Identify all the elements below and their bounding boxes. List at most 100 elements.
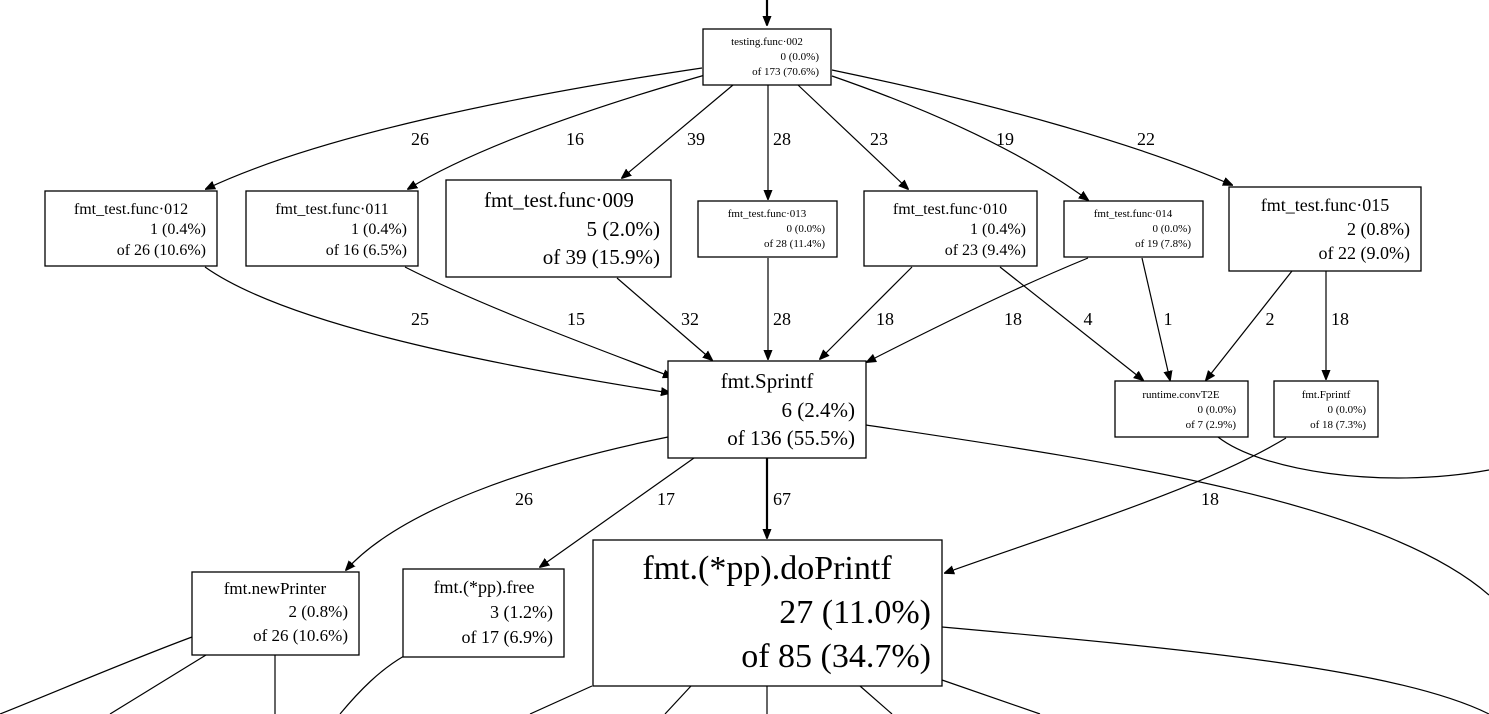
edge-weight-label: 32 bbox=[681, 309, 699, 329]
node-cum: of 26 (10.6%) bbox=[253, 626, 348, 645]
edge-testing-func-002-to-fmt-test-func-015: 22 bbox=[831, 69, 1232, 185]
edge-path bbox=[865, 424, 1489, 596]
nodes: testing.func·002 0 (0.0%) of 173 (70.6%)… bbox=[44, 28, 1422, 687]
node-fmt-fprintf[interactable]: fmt.Fprintf 0 (0.0%) of 18 (7.3%) bbox=[1273, 380, 1379, 438]
node-name: fmt_test.func·015 bbox=[1261, 195, 1389, 215]
edge-path bbox=[540, 457, 695, 567]
node-box bbox=[702, 28, 832, 86]
node-name: fmt_test.func·010 bbox=[893, 201, 1007, 218]
edge-fmt-test-func-010-to-fmt-sprintf: 18 bbox=[820, 266, 913, 359]
edge-runtime-convt2e-offscreen bbox=[1217, 436, 1489, 479]
node-name: fmt_test.func·012 bbox=[74, 201, 188, 218]
edge-fmt-test-func-011-to-fmt-sprintf: 15 bbox=[404, 266, 672, 377]
edge-fmt-sprintf-offscreen bbox=[865, 424, 1489, 596]
edge-weight-label: 28 bbox=[773, 129, 791, 149]
node-cum: of 16 (6.5%) bbox=[326, 242, 407, 259]
edge-path bbox=[941, 679, 1041, 714]
node-name: fmt.(*pp).free bbox=[434, 577, 535, 598]
edge-fmt-fprintf-to-fmt-pp-doprintf: 18 bbox=[945, 437, 1287, 573]
node-fmt-pp-free[interactable]: fmt.(*pp).free 3 (1.2%) of 17 (6.9%) bbox=[402, 568, 565, 658]
node-fmt-test-func-014[interactable]: fmt_test.func·014 0 (0.0%) of 19 (7.8%) bbox=[1063, 200, 1204, 258]
node-cum: of 17 (6.9%) bbox=[462, 627, 553, 648]
node-fmt-test-func-010[interactable]: fmt_test.func·010 1 (0.4%) of 23 (9.4%) bbox=[863, 190, 1038, 267]
node-cum: of 23 (9.4%) bbox=[945, 242, 1026, 259]
node-fmt-test-func-013[interactable]: fmt_test.func·013 0 (0.0%) of 28 (11.4%) bbox=[697, 200, 838, 258]
edge-fmt-test-func-014-to-fmt-sprintf: 18 bbox=[867, 257, 1089, 362]
node-fmt-pp-doprintf[interactable]: fmt.(*pp).doPrintf 27 (11.0%) of 85 (34.… bbox=[592, 539, 943, 687]
edge-path bbox=[1141, 257, 1170, 380]
edge-testing-func-002-to-fmt-test-func-009: 39 bbox=[622, 84, 734, 178]
node-cum: of 136 (55.5%) bbox=[727, 426, 855, 450]
node-name: runtime.convT2E bbox=[1142, 389, 1220, 401]
edge-path bbox=[831, 69, 1232, 185]
node-name: fmt_test.func·009 bbox=[484, 188, 634, 212]
node-name: fmt_test.func·011 bbox=[275, 201, 389, 218]
node-flat: 0 (0.0%) bbox=[781, 51, 820, 63]
node-box bbox=[592, 539, 943, 687]
node-name: fmt.newPrinter bbox=[224, 579, 327, 598]
node-runtime-convt2e[interactable]: runtime.convT2E 0 (0.0%) of 7 (2.9%) bbox=[1114, 380, 1249, 438]
node-box bbox=[1063, 200, 1204, 258]
edge-testing-func-002-to-fmt-test-func-014: 19 bbox=[831, 75, 1088, 200]
node-box bbox=[863, 190, 1038, 267]
node-cum: of 85 (34.7%) bbox=[741, 638, 931, 675]
edge-path bbox=[999, 266, 1143, 380]
edge-weight-label: 19 bbox=[996, 129, 1014, 149]
node-testing-func-002[interactable]: testing.func·002 0 (0.0%) of 173 (70.6%) bbox=[702, 28, 832, 86]
node-fmt-newprinter[interactable]: fmt.newPrinter 2 (0.8%) of 26 (10.6%) bbox=[191, 571, 360, 656]
node-name: fmt_test.func·013 bbox=[728, 208, 807, 220]
node-flat: 0 (0.0%) bbox=[787, 223, 826, 235]
edge-path bbox=[204, 266, 670, 393]
edge-path bbox=[206, 67, 703, 189]
edge-weight-label: 67 bbox=[773, 489, 791, 509]
edge-weight-label: 4 bbox=[1084, 309, 1093, 329]
node-flat: 0 (0.0%) bbox=[1153, 223, 1192, 235]
node-flat: 5 (2.0%) bbox=[587, 217, 660, 241]
node-cum: of 39 (15.9%) bbox=[543, 245, 660, 269]
node-cum: of 19 (7.8%) bbox=[1135, 238, 1191, 250]
edge-weight-label: 18 bbox=[876, 309, 894, 329]
node-box bbox=[1228, 186, 1422, 272]
edge-testing-func-002-to-fmt-test-func-012: 26 bbox=[206, 67, 703, 189]
edge-path bbox=[867, 257, 1089, 362]
edge-fmt-sprintf-to-fmt-pp-doprintf: 67 bbox=[767, 458, 791, 538]
edge-path bbox=[831, 75, 1088, 200]
node-flat: 1 (0.4%) bbox=[351, 221, 407, 238]
node-cum: of 26 (10.6%) bbox=[117, 242, 206, 259]
node-fmt-sprintf[interactable]: fmt.Sprintf 6 (2.4%) of 136 (55.5%) bbox=[667, 360, 867, 459]
edge-weight-label: 39 bbox=[687, 129, 705, 149]
node-box bbox=[667, 360, 867, 459]
node-flat: 0 (0.0%) bbox=[1328, 404, 1367, 416]
edge-path bbox=[529, 685, 593, 714]
edge-path bbox=[408, 72, 713, 189]
node-flat: 1 (0.4%) bbox=[150, 221, 206, 238]
edge-path bbox=[404, 266, 672, 377]
node-box bbox=[1114, 380, 1249, 438]
node-flat: 3 (1.2%) bbox=[490, 602, 553, 623]
node-name: fmt.Fprintf bbox=[1302, 389, 1351, 401]
edge-path bbox=[820, 266, 913, 359]
edge-fmt-test-func-012-to-fmt-sprintf: 25 bbox=[204, 266, 670, 393]
edge-fmt-sprintf-to-fmt-pp-free: 17 bbox=[540, 457, 695, 567]
node-fmt-test-func-012[interactable]: fmt_test.func·012 1 (0.4%) of 26 (10.6%) bbox=[44, 190, 218, 267]
edge-fmt-sprintf-to-fmt-newprinter: 26 bbox=[346, 436, 669, 570]
edge-weight-label: 18 bbox=[1004, 309, 1022, 329]
node-box bbox=[245, 190, 419, 267]
node-fmt-test-func-011[interactable]: fmt_test.func·011 1 (0.4%) of 16 (6.5%) bbox=[245, 190, 419, 267]
node-cum: of 28 (11.4%) bbox=[764, 238, 825, 250]
edge-weight-label: 15 bbox=[567, 309, 585, 329]
node-name: fmt.(*pp).doPrintf bbox=[642, 550, 892, 587]
node-cum: of 7 (2.9%) bbox=[1186, 419, 1237, 431]
node-fmt-test-func-009[interactable]: fmt_test.func·009 5 (2.0%) of 39 (15.9%) bbox=[445, 179, 672, 278]
node-box bbox=[191, 571, 360, 656]
edge-weight-label: 28 bbox=[773, 309, 791, 329]
edge-path bbox=[339, 655, 405, 714]
node-fmt-test-func-015[interactable]: fmt_test.func·015 2 (0.8%) of 22 (9.0%) bbox=[1228, 186, 1422, 272]
edge-weight-label: 17 bbox=[657, 489, 675, 509]
edge-path bbox=[109, 654, 207, 714]
node-name: fmt_test.func·014 bbox=[1094, 208, 1173, 220]
edge-weight-label: 26 bbox=[411, 129, 429, 149]
node-cum: of 22 (9.0%) bbox=[1319, 243, 1410, 264]
edge-fmt-test-func-015-to-fmt-fprintf: 18 bbox=[1326, 271, 1349, 379]
